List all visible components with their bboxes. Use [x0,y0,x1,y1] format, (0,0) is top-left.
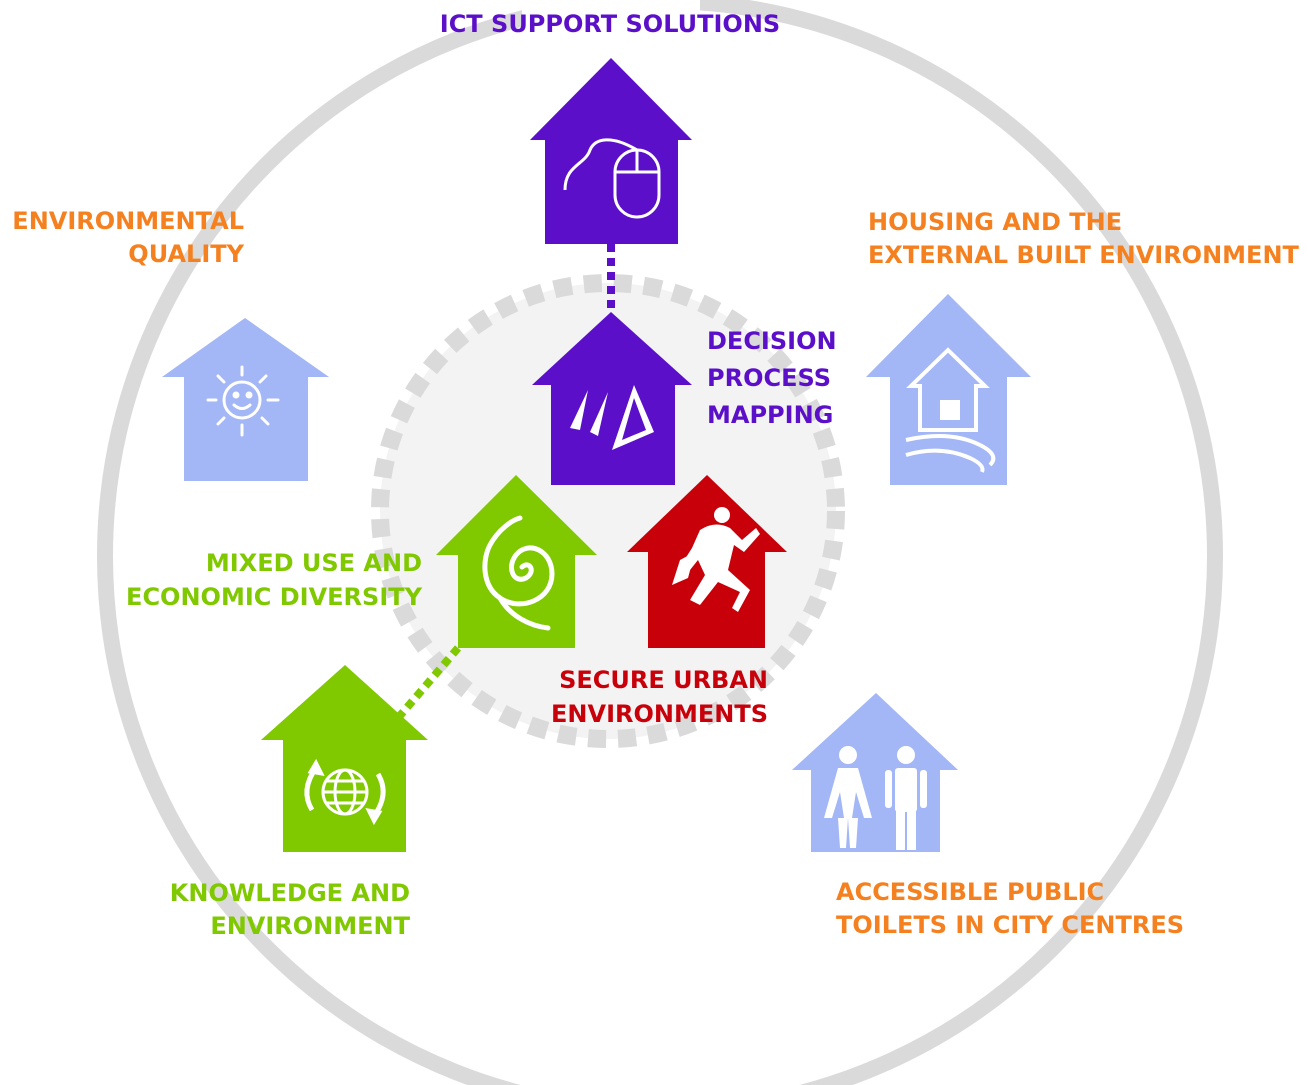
label-toilets: ACCESSIBLE PUBLIC TOILETS IN CITY CENTRE… [836,878,1185,939]
house-env-quality [162,318,329,481]
running-burglar-icon [672,507,760,612]
house-mixed-use [436,475,597,648]
connector-mixeduse-knowledge [394,645,462,721]
label-decision: DECISION PROCESS MAPPING [707,327,837,429]
house-housing [866,294,1031,485]
house-toilets [792,693,958,852]
inner-dashed-ring [371,274,845,748]
label-knowledge: KNOWLEDGE AND ENVIRONMENT [169,879,410,940]
spiral-icon [482,515,555,631]
house-ict [530,58,692,244]
house-knowledge [261,665,428,852]
computer-mouse-icon [563,138,661,219]
globe-recycle-icon [304,758,386,826]
label-housing: HOUSING AND THE EXTERNAL BUILT ENVIRONME… [868,208,1299,269]
label-mixed-use: MIXED USE AND ECONOMIC DIVERSITY [126,549,422,611]
label-env-quality: ENVIRONMENTAL QUALITY [12,207,244,268]
man-woman-icon [824,746,927,850]
smiling-sun-icon [206,365,280,437]
house-decision [532,312,692,485]
label-secure: SECURE URBAN ENVIRONMENTS [551,666,768,728]
house-secure [627,475,787,648]
label-ict: ICT SUPPORT SOLUTIONS [439,10,781,38]
house-with-path-icon [905,347,996,473]
